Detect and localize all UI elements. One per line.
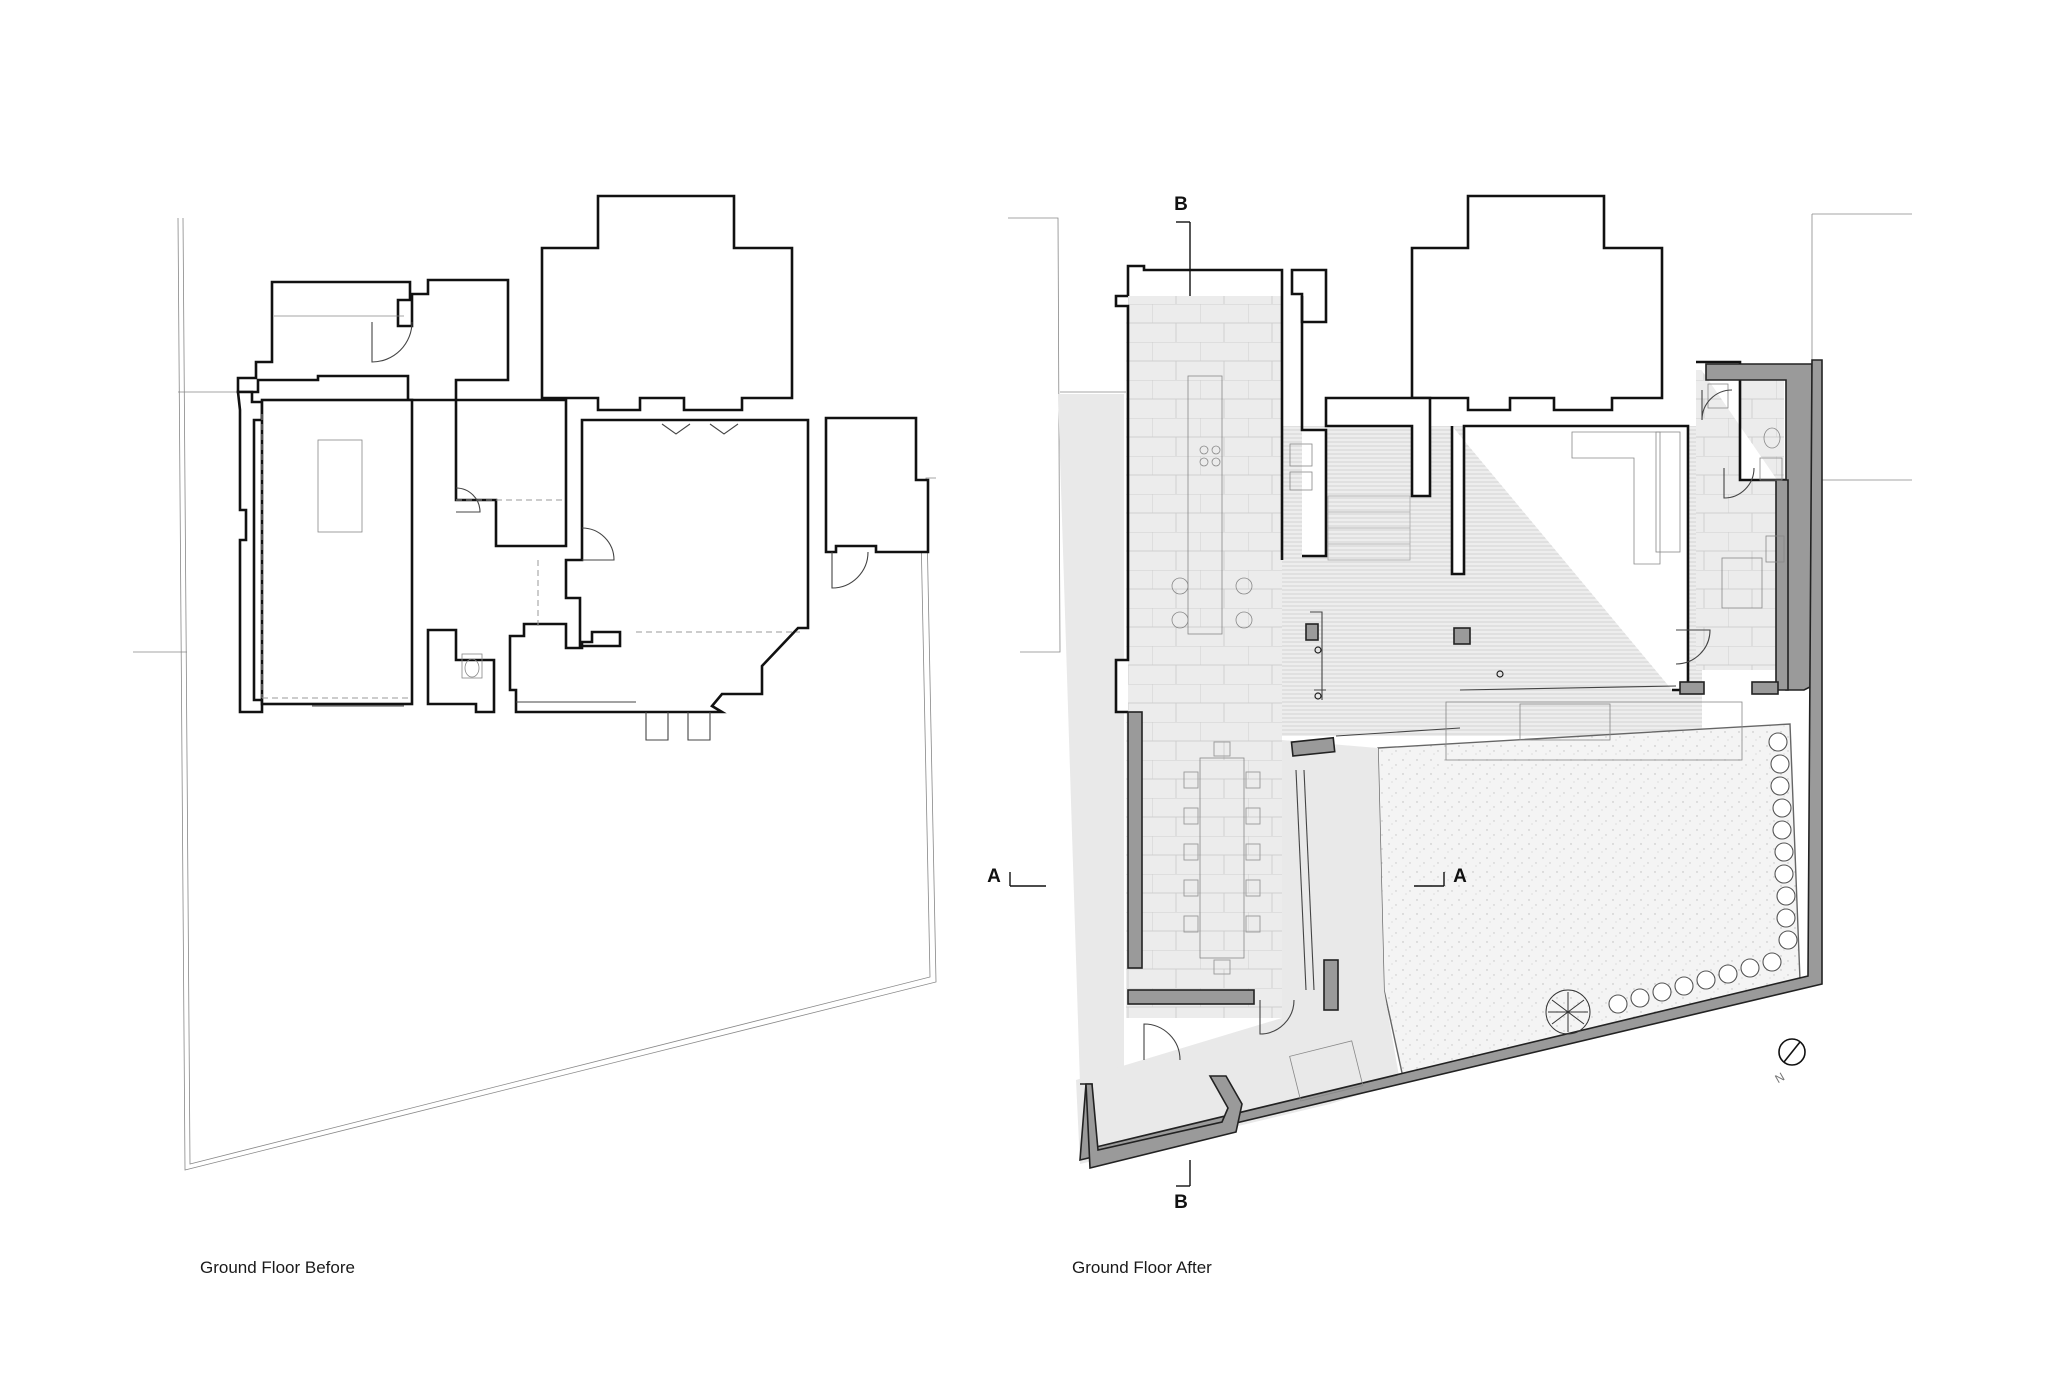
section-label-b-top: B	[1174, 194, 1188, 215]
section-marker-a-left: A	[987, 866, 1046, 887]
section-marker-a-right: A	[1414, 866, 1467, 887]
plan-before	[133, 194, 937, 1171]
site-boundary-before	[133, 217, 937, 1171]
caption-ground-floor-before: Ground Floor Before	[200, 1258, 355, 1277]
section-label-b-bottom: B	[1174, 1192, 1188, 1213]
section-marker-b-bottom: B	[1174, 1160, 1191, 1213]
plan-after: B B A A N	[987, 194, 1912, 1213]
house-walls-before	[236, 194, 930, 714]
new-walls-after	[1079, 359, 1823, 1170]
kitchen-floor	[1126, 296, 1282, 1018]
interior-before	[261, 315, 869, 741]
terrace-side-path	[1058, 394, 1124, 1084]
section-label-a-right: A	[1453, 866, 1467, 887]
rear-terrace	[1076, 740, 1400, 1164]
house-walls-after	[1114, 194, 1786, 714]
interior-after	[1143, 375, 1798, 1102]
section-label-a-left: A	[987, 866, 1001, 887]
caption-ground-floor-after: Ground Floor After	[1072, 1258, 1212, 1277]
section-marker-b-top: B	[1174, 194, 1191, 296]
garden-tree	[1545, 989, 1591, 1035]
north-label: N	[1773, 1070, 1788, 1086]
north-arrow-icon: N	[1773, 1038, 1806, 1086]
